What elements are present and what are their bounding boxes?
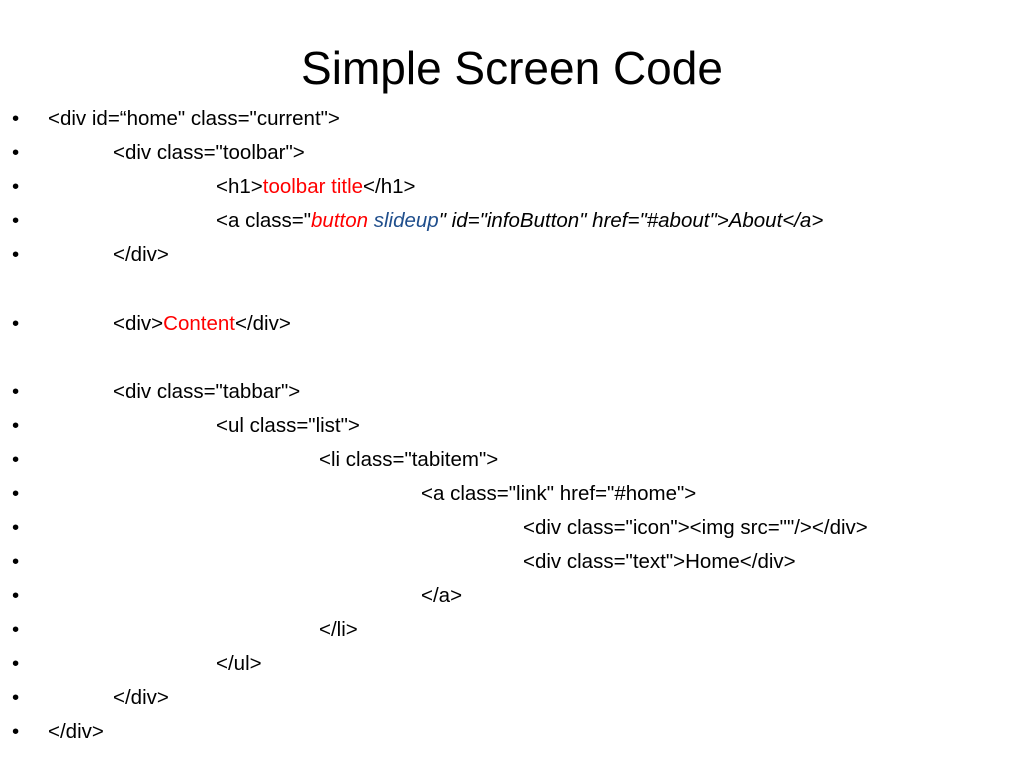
- bullet-icon: •: [12, 209, 20, 232]
- code-text: </a>: [421, 584, 463, 607]
- code-text: <a class="button slideup" id="infoButton…: [216, 204, 823, 238]
- highlighted-text: Content: [163, 312, 235, 335]
- code-text: <div id=“home" class="current">: [48, 107, 340, 130]
- bullet-icon: •: [12, 584, 20, 607]
- code-prefix: <a class=": [216, 209, 312, 232]
- bullet-icon: •: [12, 550, 20, 573]
- code-tag: <h1>: [216, 175, 263, 198]
- code-text: </div>: [113, 686, 169, 709]
- code-text: <h1>toolbar title</h1>: [216, 170, 415, 204]
- highlighted-text: toolbar title: [262, 175, 364, 198]
- code-tag: </h1>: [363, 175, 416, 198]
- bullet-icon: •: [12, 107, 20, 130]
- code-text: </div>: [48, 720, 104, 743]
- bullet-icon: •: [12, 686, 20, 709]
- code-text: <div class="icon"><img src=""/></div>: [523, 516, 868, 539]
- code-text: </ul>: [216, 652, 262, 675]
- bullet-icon: •: [12, 652, 20, 675]
- code-text: <div class="text">Home</div>: [523, 550, 796, 573]
- bullet-icon: •: [12, 618, 20, 641]
- bullet-icon: •: [12, 141, 20, 164]
- class-name-button: button: [311, 209, 369, 232]
- bullet-icon: •: [12, 380, 20, 403]
- code-rest: " id="infoButton" href="#about">About</a…: [438, 209, 824, 232]
- code-text: </div>: [113, 243, 169, 266]
- bullet-icon: •: [12, 175, 20, 198]
- code-text: <div class="toolbar">: [113, 141, 305, 164]
- code-text: <a class="link" href="#home">: [421, 482, 697, 505]
- bullet-icon: •: [12, 482, 20, 505]
- code-text: <div class="tabbar">: [113, 380, 301, 403]
- code-text: </li>: [319, 618, 358, 641]
- bullet-icon: •: [12, 720, 20, 743]
- code-tag: </div>: [234, 312, 291, 335]
- bullet-icon: •: [12, 448, 20, 471]
- class-name-slideup: slideup: [373, 209, 439, 232]
- slide-title: Simple Screen Code: [301, 42, 723, 94]
- code-tag: <div>: [113, 312, 164, 335]
- bullet-icon: •: [12, 516, 20, 539]
- code-text: <div>Content</div>: [113, 307, 291, 341]
- code-text: <ul class="list">: [216, 414, 360, 437]
- code-text: <li class="tabitem">: [319, 448, 499, 471]
- bullet-icon: •: [12, 414, 20, 437]
- bullet-icon: •: [12, 312, 20, 335]
- bullet-icon: •: [12, 243, 20, 266]
